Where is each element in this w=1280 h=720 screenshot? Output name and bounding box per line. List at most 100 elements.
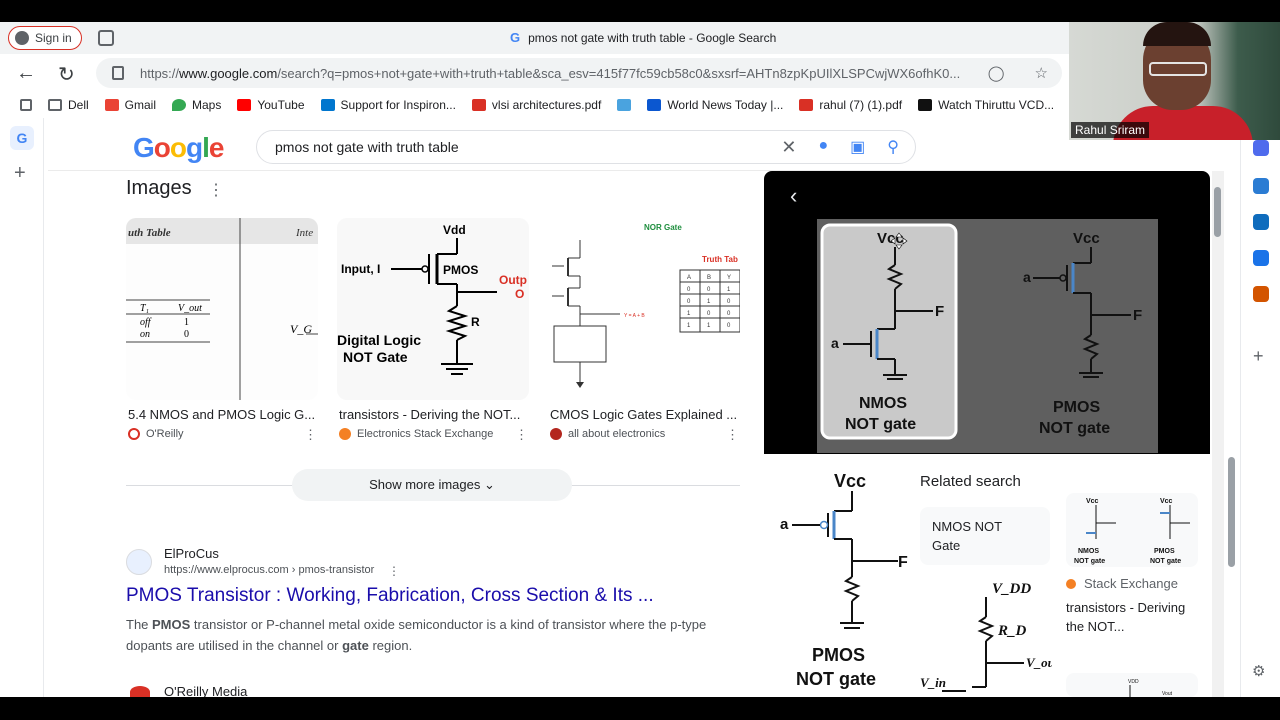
pmos-not-gate-related-image: Vcc a F bbox=[780, 471, 908, 689]
back-arrow-icon[interactable]: ← bbox=[16, 62, 36, 84]
location-pin-icon[interactable]: ◯ bbox=[987, 65, 1005, 82]
bookmark-item[interactable] bbox=[20, 99, 32, 111]
preview-scrollbar[interactable] bbox=[1212, 171, 1224, 697]
bookmark-item[interactable]: Dell bbox=[48, 98, 89, 112]
svg-text:A: A bbox=[687, 275, 691, 281]
svg-text:Vcc: Vcc bbox=[834, 471, 866, 491]
related-image-source[interactable]: Stack Exchange bbox=[1066, 576, 1178, 591]
active-tab[interactable]: G pmos not gate with truth table - Googl… bbox=[510, 30, 776, 45]
bookmark-item[interactable] bbox=[617, 99, 632, 111]
image-2-more-icon[interactable]: ⋮ bbox=[515, 427, 528, 442]
address-bar[interactable]: https://www.google.com/search?q=pmos+not… bbox=[96, 58, 1062, 88]
search-input[interactable]: pmos not gate with truth table ✕ ● ▣ ⚲ bbox=[256, 130, 916, 164]
image-1-more-icon[interactable]: ⋮ bbox=[304, 427, 317, 442]
preview-image[interactable]: Vcc F a bbox=[817, 219, 1158, 453]
svg-text:V_out: V_out bbox=[1026, 655, 1052, 670]
lens-icon[interactable]: ▣ bbox=[850, 139, 866, 156]
related-image-partial[interactable]: VDD Vout bbox=[1066, 673, 1198, 697]
pdf-icon bbox=[471, 99, 486, 111]
add-icon[interactable]: + bbox=[1253, 346, 1264, 366]
svg-text:PMOS: PMOS bbox=[443, 263, 478, 277]
more-options-icon[interactable]: ⋮ bbox=[208, 182, 224, 199]
result-site-name[interactable]: ElProCus bbox=[164, 546, 219, 561]
add-icon[interactable]: + bbox=[14, 162, 26, 184]
toolbox-icon[interactable] bbox=[1253, 286, 1269, 302]
youtube-icon bbox=[237, 99, 252, 111]
tab-title: pmos not gate with truth table - Google … bbox=[528, 30, 777, 45]
send-icon[interactable] bbox=[1253, 250, 1269, 266]
related-image-resistor[interactable]: V_DD R_D V_out V_in bbox=[920, 575, 1052, 697]
copilot-icon[interactable] bbox=[1253, 140, 1269, 156]
related-image-caption[interactable]: transistors - Deriving the NOT... bbox=[1066, 600, 1186, 634]
letterbox-top bbox=[0, 0, 1280, 22]
image-source-1[interactable]: O'Reilly bbox=[128, 428, 184, 440]
related-image-nmos-pmos[interactable]: Vcc NMOS NOT gate Vcc PMOS NOT gate bbox=[1066, 493, 1198, 567]
webcam-overlay: Rahul Sriram bbox=[1069, 22, 1280, 140]
svg-text:Inte: Inte bbox=[295, 227, 313, 239]
svg-text:off: off bbox=[140, 317, 152, 328]
bookmark-item[interactable]: Support for Inspiron... bbox=[320, 98, 456, 112]
result-snippet: The PMOS transistor or P-channel metal o… bbox=[126, 617, 707, 653]
svg-text:0: 0 bbox=[707, 287, 711, 293]
bookmark-star-icon[interactable]: ☆ bbox=[1034, 65, 1048, 82]
oreilly-icon bbox=[128, 428, 140, 440]
result-more-icon[interactable]: ⋮ bbox=[388, 564, 400, 578]
bookmark-item[interactable]: vlsi architectures.pdf bbox=[471, 98, 601, 112]
image-3-more-icon[interactable]: ⋮ bbox=[726, 427, 739, 442]
profile-icon bbox=[15, 31, 29, 45]
image-source-3[interactable]: all about electronics bbox=[550, 428, 665, 440]
image-result-2[interactable]: Vdd Input, I PMOS Outp O R bbox=[337, 218, 529, 400]
outlook-icon[interactable] bbox=[1253, 214, 1269, 230]
image-caption-1[interactable]: 5.4 NMOS and PMOS Logic G... bbox=[128, 407, 316, 422]
svg-text:PMOS: PMOS bbox=[1154, 548, 1175, 555]
related-search-chip[interactable]: NMOS NOT Gate bbox=[920, 507, 1050, 565]
bookmark-item[interactable]: Gmail bbox=[104, 98, 156, 112]
google-logo[interactable]: Google bbox=[133, 132, 224, 163]
bookmark-item[interactable]: Watch Thiruttu VCD... bbox=[918, 98, 1054, 112]
glasses-icon bbox=[1149, 62, 1207, 76]
result-cite-url[interactable]: https://www.elprocus.com › pmos-transist… bbox=[164, 564, 375, 576]
page-scroll-thumb[interactable] bbox=[1228, 457, 1235, 567]
svg-text:NOT Gate: NOT Gate bbox=[343, 349, 408, 365]
reload-icon[interactable]: ↻ bbox=[58, 64, 75, 86]
related-image-pmos[interactable]: Vcc a F bbox=[778, 467, 910, 697]
bookmark-item[interactable]: World News Today |... bbox=[647, 98, 783, 112]
show-more-images-button[interactable]: Show more images ⌄ bbox=[292, 469, 572, 501]
person-hair bbox=[1143, 22, 1211, 46]
next-result-site-name[interactable]: O'Reilly Media bbox=[164, 684, 248, 699]
image-caption-3[interactable]: CMOS Logic Gates Explained ... bbox=[550, 407, 738, 422]
search-icon[interactable]: ⚲ bbox=[887, 139, 899, 156]
google-side-icon[interactable]: G bbox=[10, 126, 34, 150]
svg-text:1: 1 bbox=[727, 287, 731, 293]
svg-text:F: F bbox=[935, 303, 944, 320]
svg-text:0: 0 bbox=[727, 299, 731, 305]
image-result-3[interactable]: NOR Gate Y = A + B Truth Tab bbox=[548, 218, 740, 400]
result-title-link[interactable]: PMOS Transistor : Working, Fabrication, … bbox=[126, 585, 654, 606]
sign-in-button[interactable]: Sign in bbox=[8, 26, 82, 50]
svg-text:F: F bbox=[898, 554, 908, 571]
tab-search-icon[interactable] bbox=[98, 30, 114, 46]
svg-text:NOT gate: NOT gate bbox=[1074, 558, 1105, 565]
back-chevron-icon[interactable]: ‹ bbox=[790, 183, 798, 208]
preview-scroll-thumb[interactable] bbox=[1214, 187, 1221, 237]
svg-text:NMOS: NMOS bbox=[859, 395, 907, 412]
image-result-1[interactable]: uth Table Inte T₁ V_out off 1 on 0 V_G bbox=[126, 218, 318, 400]
bookmark-item[interactable]: Maps bbox=[172, 98, 221, 112]
clear-icon[interactable]: ✕ bbox=[781, 137, 797, 157]
svg-text:0: 0 bbox=[727, 311, 731, 317]
bookmark-item[interactable]: YouTube bbox=[237, 98, 305, 112]
svg-text:Vcc: Vcc bbox=[1160, 498, 1173, 505]
bookmark-item[interactable]: rahul (7) (1).pdf bbox=[799, 98, 902, 112]
title-bar: Sign in G pmos not gate with truth table… bbox=[0, 22, 1280, 54]
images-heading: Images bbox=[126, 177, 192, 199]
svg-text:0: 0 bbox=[687, 299, 691, 305]
tag-icon[interactable] bbox=[1253, 178, 1269, 194]
side-panel-rail: G + bbox=[0, 118, 44, 697]
microphone-icon[interactable]: ● bbox=[818, 137, 829, 154]
search-query: pmos not gate with truth table bbox=[275, 139, 459, 155]
image-caption-2[interactable]: transistors - Deriving the NOT... bbox=[339, 407, 521, 422]
gear-icon[interactable]: ⚙ bbox=[1252, 663, 1266, 680]
stack-exchange-icon bbox=[1066, 578, 1076, 589]
site-info-icon[interactable] bbox=[112, 66, 124, 80]
image-source-2[interactable]: Electronics Stack Exchange bbox=[339, 428, 493, 440]
